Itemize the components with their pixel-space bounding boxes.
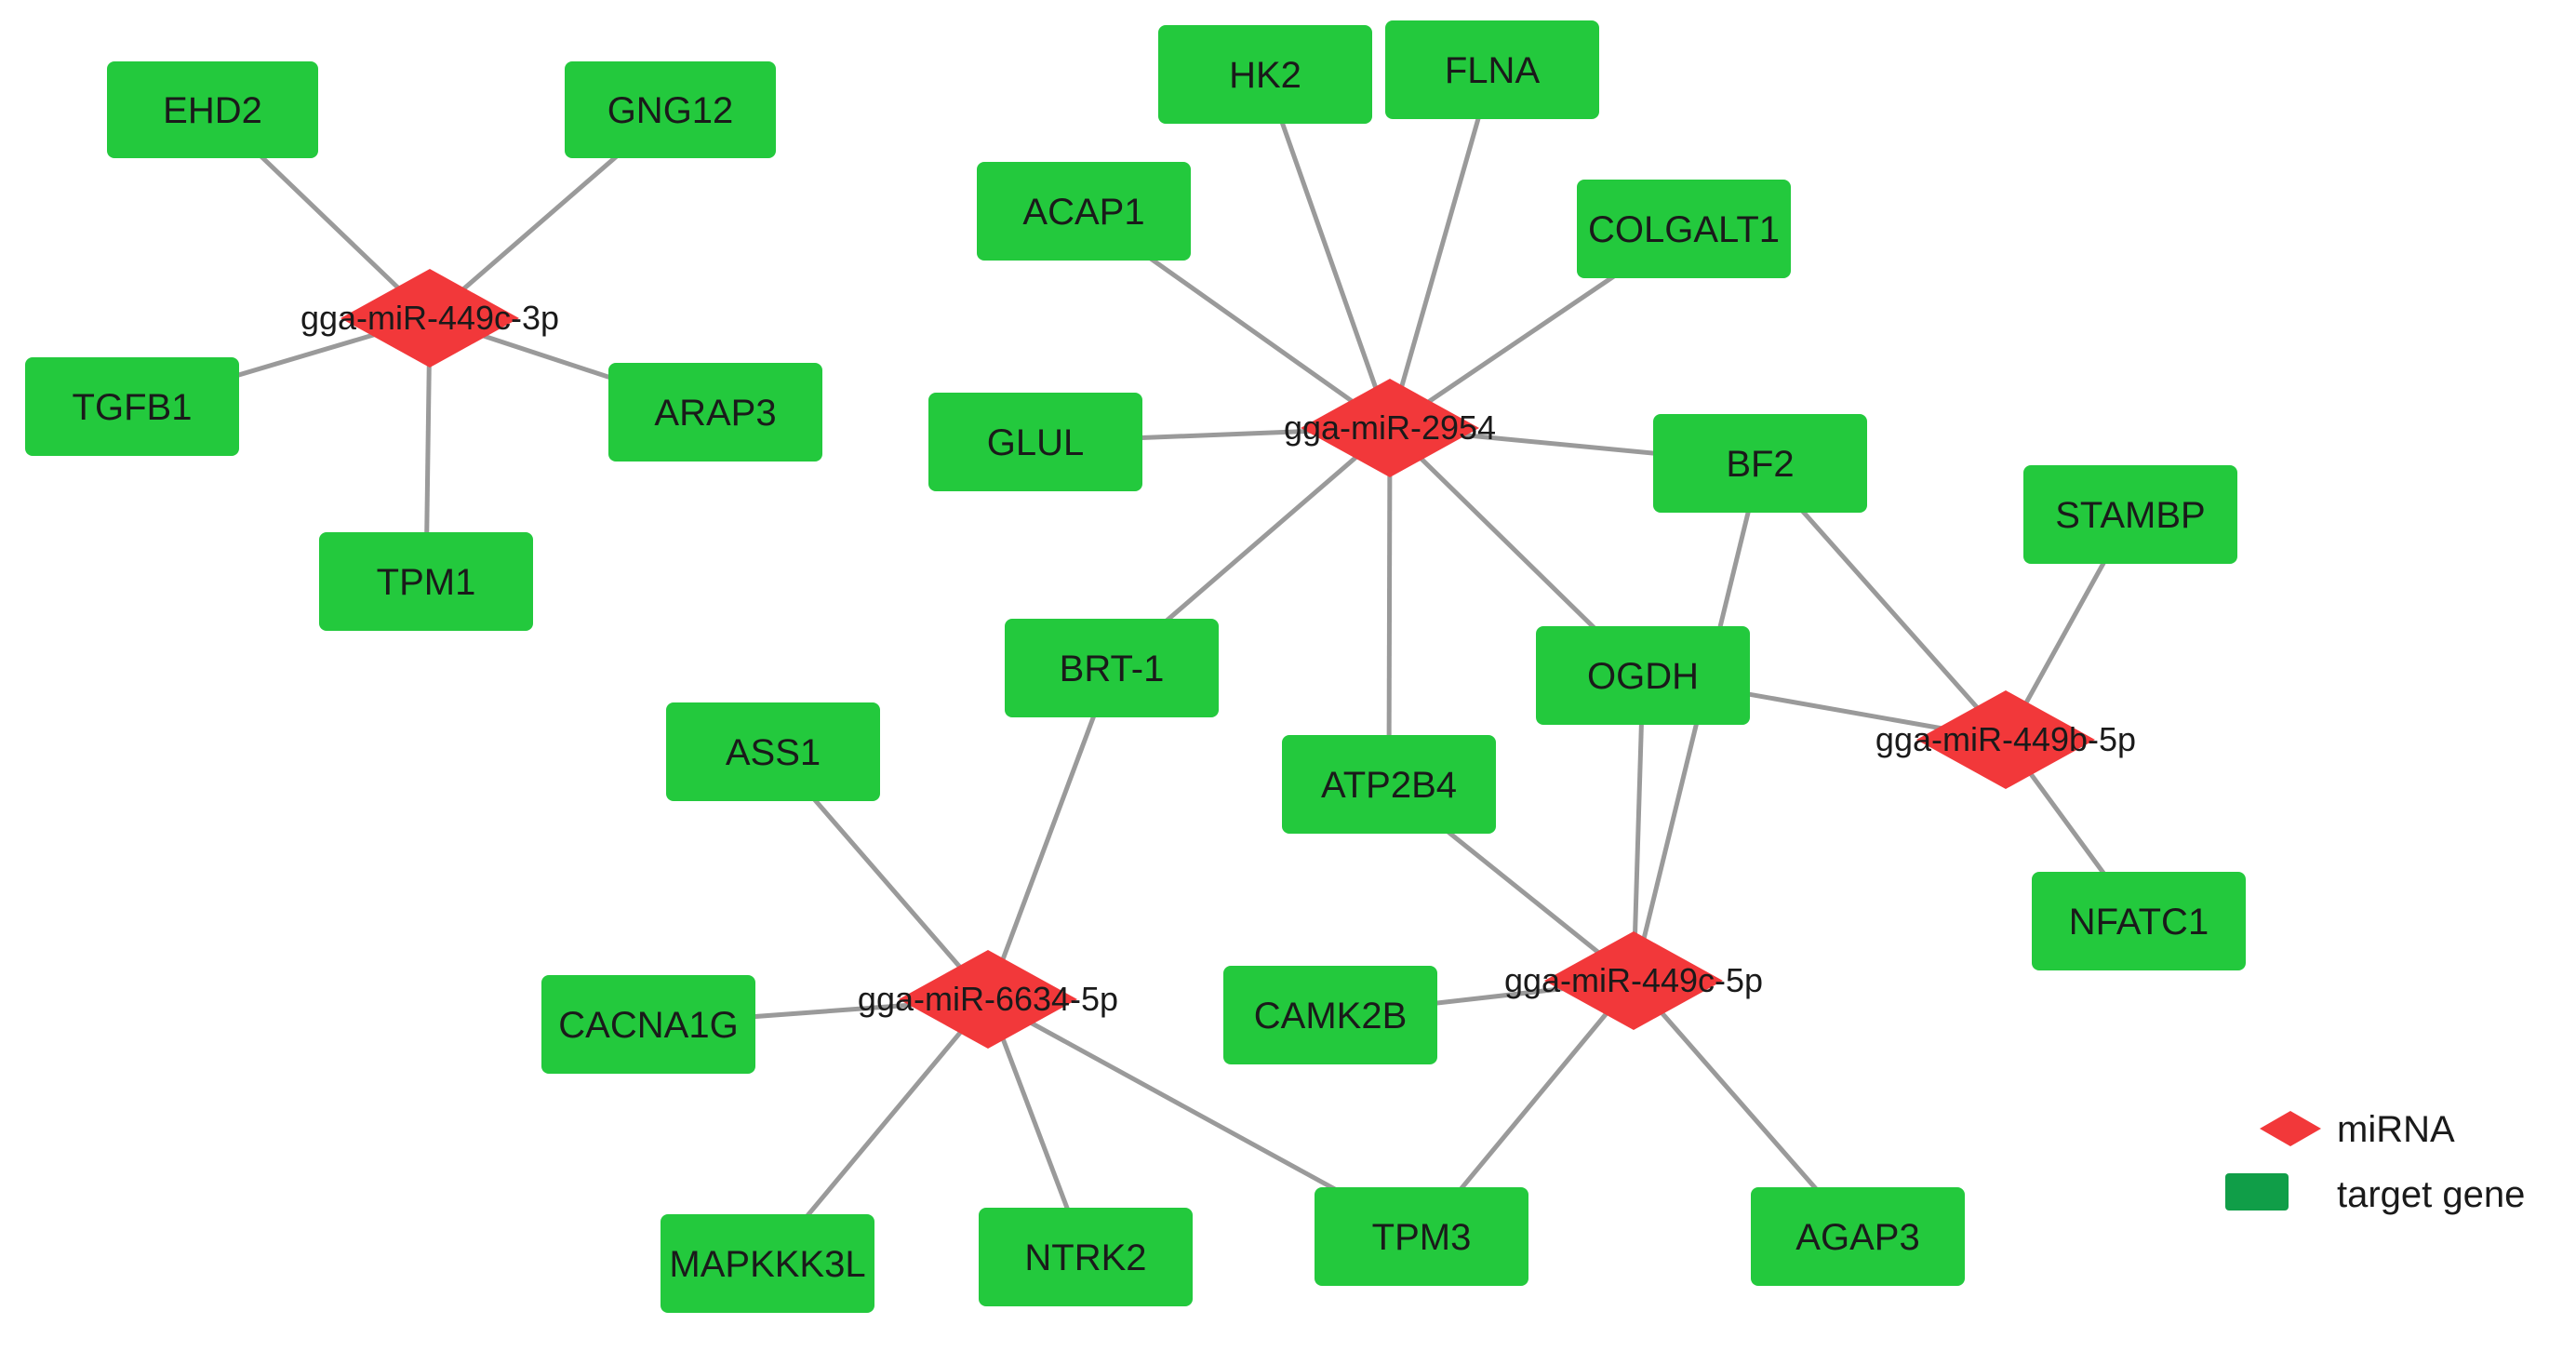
gene-node-ehd2: EHD2 <box>107 61 318 158</box>
gene-node-camk2b: CAMK2B <box>1223 966 1437 1064</box>
gene-box <box>319 532 533 631</box>
edge-m4-BRT1 <box>985 667 1114 1000</box>
gene-node-atp2b4: ATP2B4 <box>1282 735 1496 834</box>
gene-box <box>565 61 776 158</box>
mirna-node-m2: gga-miR-2954 <box>1284 379 1496 477</box>
gene-label: HK2 <box>1229 55 1301 96</box>
gene-box <box>979 1208 1193 1306</box>
gene-box <box>1223 966 1437 1064</box>
gene-box <box>1653 414 1867 513</box>
edge-m2-HK2 <box>1262 74 1393 429</box>
gene-node-stambp: STAMBP <box>2023 465 2237 564</box>
gene-label: COLGALT1 <box>1588 209 1780 250</box>
gene-box <box>928 393 1142 491</box>
mirna-label: gga-miR-2954 <box>1284 408 1496 447</box>
gene-label: TGFB1 <box>73 387 193 428</box>
gene-box <box>1751 1187 1965 1286</box>
gene-node-cacna1g: CACNA1G <box>541 975 755 1074</box>
mirna-node-m1: gga-miR-449c-3p <box>300 269 559 368</box>
gene-box <box>1536 626 1750 725</box>
legend: miRNA target gene <box>2225 1109 2525 1215</box>
gene-node-colgalt1: COLGALT1 <box>1577 180 1791 278</box>
mirna-label: gga-miR-449c-3p <box>300 299 559 337</box>
legend-mirna-label: miRNA <box>2337 1109 2455 1150</box>
edge-m5-OGDH <box>1631 675 1646 982</box>
gene-label: TPM3 <box>1372 1217 1472 1258</box>
gene-node-tgfb1: TGFB1 <box>25 357 239 456</box>
gene-box <box>661 1214 874 1313</box>
gene-label: ACAP1 <box>1022 192 1144 233</box>
gene-label: FLNA <box>1445 50 1541 91</box>
gene-label: ATP2B4 <box>1321 765 1457 806</box>
gene-label: TPM1 <box>377 562 476 603</box>
gene-node-glul: GLUL <box>928 393 1142 491</box>
mirna-node-m4: gga-miR-6634-5p <box>858 950 1118 1049</box>
gene-box <box>1005 619 1219 717</box>
gene-box <box>1282 735 1496 834</box>
gene-label: NFATC1 <box>2069 902 2209 943</box>
mirna-diamond <box>1544 931 1723 1030</box>
gene-box <box>541 975 755 1074</box>
legend-target-gene-swatch <box>2225 1173 2289 1211</box>
gene-node-ntrk2: NTRK2 <box>979 1208 1193 1306</box>
gene-label: CAMK2B <box>1254 996 1408 1037</box>
mirna-label: gga-miR-449c-5p <box>1504 961 1763 999</box>
gene-label: GLUL <box>987 422 1085 463</box>
mirna-label: gga-miR-6634-5p <box>858 980 1118 1018</box>
gene-label: MAPKKK3L <box>669 1244 865 1285</box>
gene-node-bf2: BF2 <box>1653 414 1867 513</box>
gene-node-agap3: AGAP3 <box>1751 1187 1965 1286</box>
gene-label: ARAP3 <box>654 393 776 434</box>
gene-label: OGDH <box>1587 656 1699 697</box>
gene-label: STAMBP <box>2055 495 2206 536</box>
gene-box <box>107 61 318 158</box>
gene-box <box>977 162 1191 261</box>
gene-label: BF2 <box>1726 444 1794 485</box>
gene-node-arap3: ARAP3 <box>608 363 822 461</box>
edge-m2-FLNA <box>1387 69 1495 429</box>
gene-node-hk2: HK2 <box>1158 25 1372 124</box>
legend-mirna-swatch <box>2260 1111 2321 1146</box>
gene-label: GNG12 <box>607 90 734 131</box>
mirna-label: gga-miR-449b-5p <box>1875 720 2136 758</box>
gene-box <box>666 702 880 801</box>
gene-box <box>1158 25 1372 124</box>
gene-node-nfatc1: NFATC1 <box>2032 872 2246 970</box>
gene-node-ogdh: OGDH <box>1536 626 1750 725</box>
gene-node-tpm3: TPM3 <box>1315 1187 1528 1286</box>
gene-box <box>608 363 822 461</box>
gene-node-ass1: ASS1 <box>666 702 880 801</box>
gene-box <box>25 357 239 456</box>
gene-label: AGAP3 <box>1795 1217 1919 1258</box>
mirna-diamond <box>340 269 519 368</box>
mirna-node-m3: gga-miR-449b-5p <box>1875 690 2136 789</box>
gene-node-mapkkk3l: MAPKKK3L <box>661 1214 874 1313</box>
gene-node-tpm1: TPM1 <box>319 532 533 631</box>
gene-node-brt1: BRT-1 <box>1005 619 1219 717</box>
mirnas-layer: gga-miR-449c-3p gga-miR-2954 gga-miR-449b-… <box>300 269 2136 1049</box>
mirna-diamond <box>1916 690 2095 789</box>
gene-node-flna: FLNA <box>1385 20 1599 119</box>
gene-box <box>1315 1187 1528 1286</box>
gene-label: EHD2 <box>163 90 262 131</box>
gene-box <box>2023 465 2237 564</box>
gene-box <box>2032 872 2246 970</box>
gene-box <box>1385 20 1599 119</box>
mirna-node-m5: gga-miR-449c-5p <box>1504 931 1763 1030</box>
gene-label: BRT-1 <box>1060 649 1165 689</box>
edge-m2-ATP2B4 <box>1386 427 1393 785</box>
mirna-diamond <box>1301 379 1479 477</box>
gene-node-gng12: GNG12 <box>565 61 776 158</box>
legend-target-gene-label: target gene <box>2337 1174 2525 1215</box>
gene-node-acap1: ACAP1 <box>977 162 1191 261</box>
gene-label: CACNA1G <box>558 1005 738 1046</box>
gene-box <box>1577 180 1791 278</box>
gene-label: ASS1 <box>726 732 821 773</box>
gene-label: NTRK2 <box>1024 1237 1146 1278</box>
mirna-diamond <box>899 950 1077 1049</box>
